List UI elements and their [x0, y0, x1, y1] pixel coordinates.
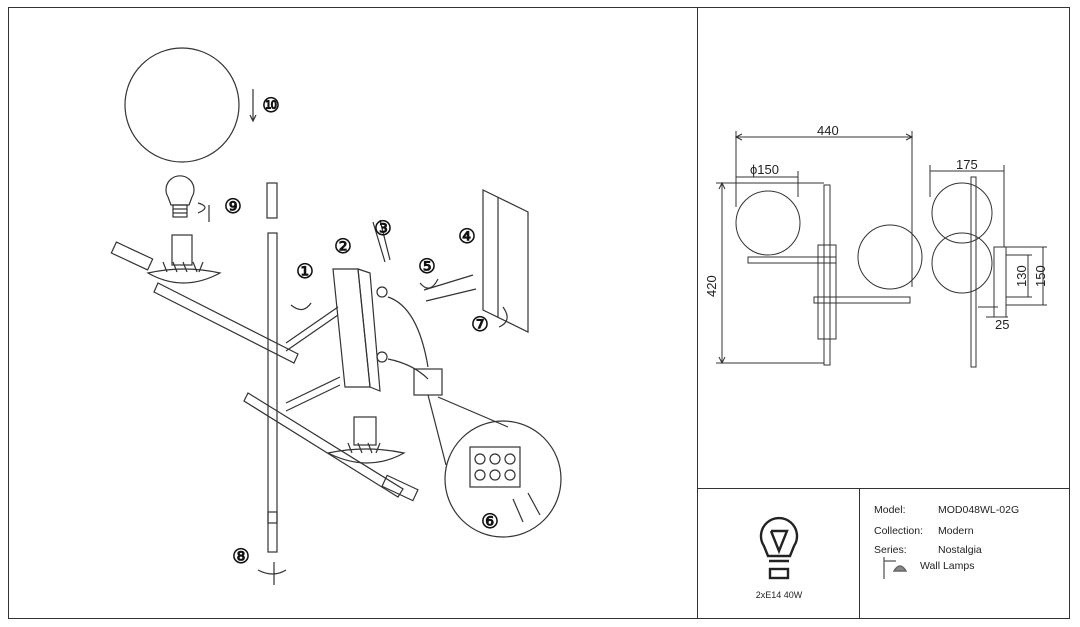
- wall-section: [482, 189, 529, 333]
- step-4-label: ④: [458, 224, 476, 248]
- step-10-label: ⑩: [262, 93, 280, 117]
- spec-collection-value: Modern: [938, 525, 974, 537]
- dim-height-total: 420: [704, 275, 719, 297]
- dim-width-total: 440: [817, 123, 839, 138]
- spec-series: Series: Nostalgia: [874, 544, 982, 556]
- step-2-label: ②: [334, 234, 352, 258]
- front-globe-right: [857, 224, 923, 290]
- wall-lamp-icon: [883, 557, 908, 579]
- upper-arm: [153, 282, 299, 364]
- spec-collection-label: Collection:: [874, 525, 924, 537]
- dim-globe-diameter: ϕ150: [750, 162, 779, 177]
- step-9-label: ⑨: [224, 194, 242, 218]
- terminal-block: [413, 368, 443, 396]
- spec-model-value: MOD048WL-02G: [938, 504, 1020, 516]
- side-globe-top: [931, 182, 993, 244]
- upper-shade: [146, 268, 222, 284]
- wiring-detail: [444, 420, 562, 538]
- light-bulb-icon: [759, 516, 799, 580]
- sheet-frame: [8, 7, 1070, 619]
- front-globe-left: [735, 190, 801, 256]
- step-5-label: ⑤: [418, 254, 436, 278]
- spec-category-value: Wall Lamps: [920, 560, 975, 572]
- spec-model-label: Model:: [874, 504, 906, 516]
- dimension-drawing-panel: 440 ϕ150 420 175 130 150 25: [698, 7, 1070, 489]
- glass-globe: [124, 47, 240, 163]
- vertical-rod: [267, 232, 278, 524]
- dimension-drawing: 440 ϕ150 420 175 130 150 25: [704, 123, 1048, 368]
- spec-series-label: Series:: [874, 544, 907, 556]
- bulb-spec-label: 2xE14 40W: [755, 590, 803, 600]
- dim-depth: 175: [956, 157, 978, 172]
- dim-plate-height: 130: [1014, 265, 1029, 287]
- product-spec-box: Model: MOD048WL-02G Collection: Modern Ser…: [860, 489, 1070, 619]
- spec-collection: Collection: Modern: [874, 525, 974, 537]
- dim-plate-outer: 150: [1033, 265, 1048, 287]
- step-1-label: ①: [296, 259, 314, 283]
- spec-model: Model: MOD048WL-02G: [874, 504, 1019, 516]
- dim-plate-depth: 25: [995, 317, 1009, 332]
- side-globe-bottom: [931, 232, 993, 294]
- assembly-drawing: ① ② ③ ④ ⑤ ⑥ ⑦ ⑧ ⑨ ⑩: [110, 47, 562, 585]
- assembly-diagram: ① ② ③ ④ ⑤ ⑥ ⑦ ⑧ ⑨ ⑩: [8, 7, 698, 619]
- step-8-label: ⑧: [232, 544, 250, 568]
- lower-arm: [243, 392, 404, 498]
- bulb-spec-box: 2xE14 40W: [698, 489, 860, 619]
- step-3-label: ③: [374, 216, 392, 240]
- wrench-icon: [372, 219, 391, 263]
- step-7-label: ⑦: [471, 312, 489, 336]
- lower-shade: [326, 448, 406, 464]
- step-6-label: ⑥: [481, 509, 499, 533]
- spec-series-value: Nostalgia: [938, 544, 982, 556]
- bulb-drawing: [165, 175, 195, 218]
